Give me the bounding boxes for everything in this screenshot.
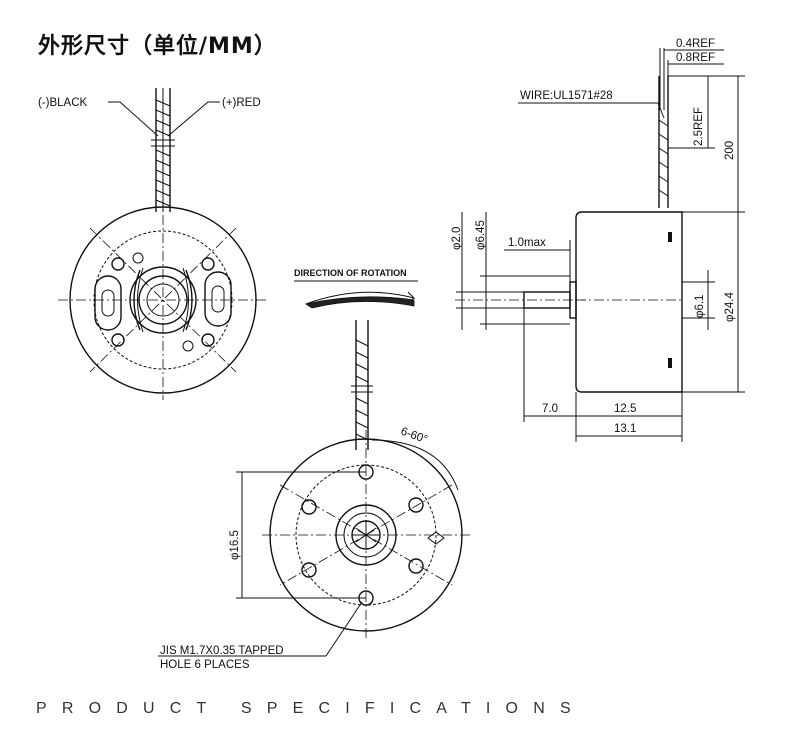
front-view: (-)BLACK (+)RED [38,88,268,400]
side-lead-wire [658,76,669,208]
tapped-hole [301,499,317,515]
ref-0.4-label: 0.4REF [676,38,715,50]
mount-hole [201,257,215,271]
mount-hole [201,333,215,347]
length-7.0-label: 7.0 [542,403,558,415]
rear-lead-wires [351,320,373,450]
diameter-24.4-label: φ24.4 [724,292,736,322]
black-lead-label: (-)BLACK [38,97,88,109]
front-lead-wires [151,88,175,212]
rotation-label: DIRECTION OF ROTATION [294,268,407,278]
length-12.5-label: 12.5 [614,403,636,415]
brush-terminal-left [94,275,122,331]
side-view: 0.4REF 0.8REF WIRE:UL1571#28 2.5REF 200 [451,38,745,442]
tapped-hole [408,497,424,513]
tapped-hole-note-line2: HOLE 6 PLACES [160,659,250,671]
mount-hole [111,333,125,347]
rotation-arrow-icon [304,296,415,309]
ref-2.5-label: 2.5REF [693,107,705,146]
diameter-2.0-label: φ2.0 [451,227,463,250]
length-13.1-label: 13.1 [614,423,636,435]
tapped-hole-note-line1: JIS M1.7X0.35 TAPPED [160,645,284,657]
page-title: 外形尺寸（单位/MM） [38,34,277,59]
length-200-label: 200 [724,141,736,160]
wire-spec-label: WIRE:UL1571#28 [520,90,613,102]
diameter-6.1-label: φ6.1 [694,295,706,318]
tapped-hole [301,562,317,578]
brush-terminal-right [204,271,232,327]
red-lead-label: (+)RED [222,97,261,109]
diameter-16.5-label: φ16.5 [229,530,241,560]
diameter-6.45-label: φ6.45 [475,220,487,250]
footer-caption: PRODUCT SPECIFICATIONS [36,700,586,717]
tapped-hole [408,558,424,574]
motor-body-side [575,211,683,393]
rear-view: 6-60° φ16.5 JIS M1.7X0.35 TAPPED HOLE 6 … [158,320,470,671]
technical-drawing: (-)BLACK (+)RED DIRECTION OF ROTATION [38,38,745,671]
ref-0.8-label: 0.8REF [676,52,715,64]
mount-hole [111,257,125,271]
rotation-indicator: DIRECTION OF ROTATION [294,268,418,309]
protrusion-label: 1.0max [508,237,546,249]
